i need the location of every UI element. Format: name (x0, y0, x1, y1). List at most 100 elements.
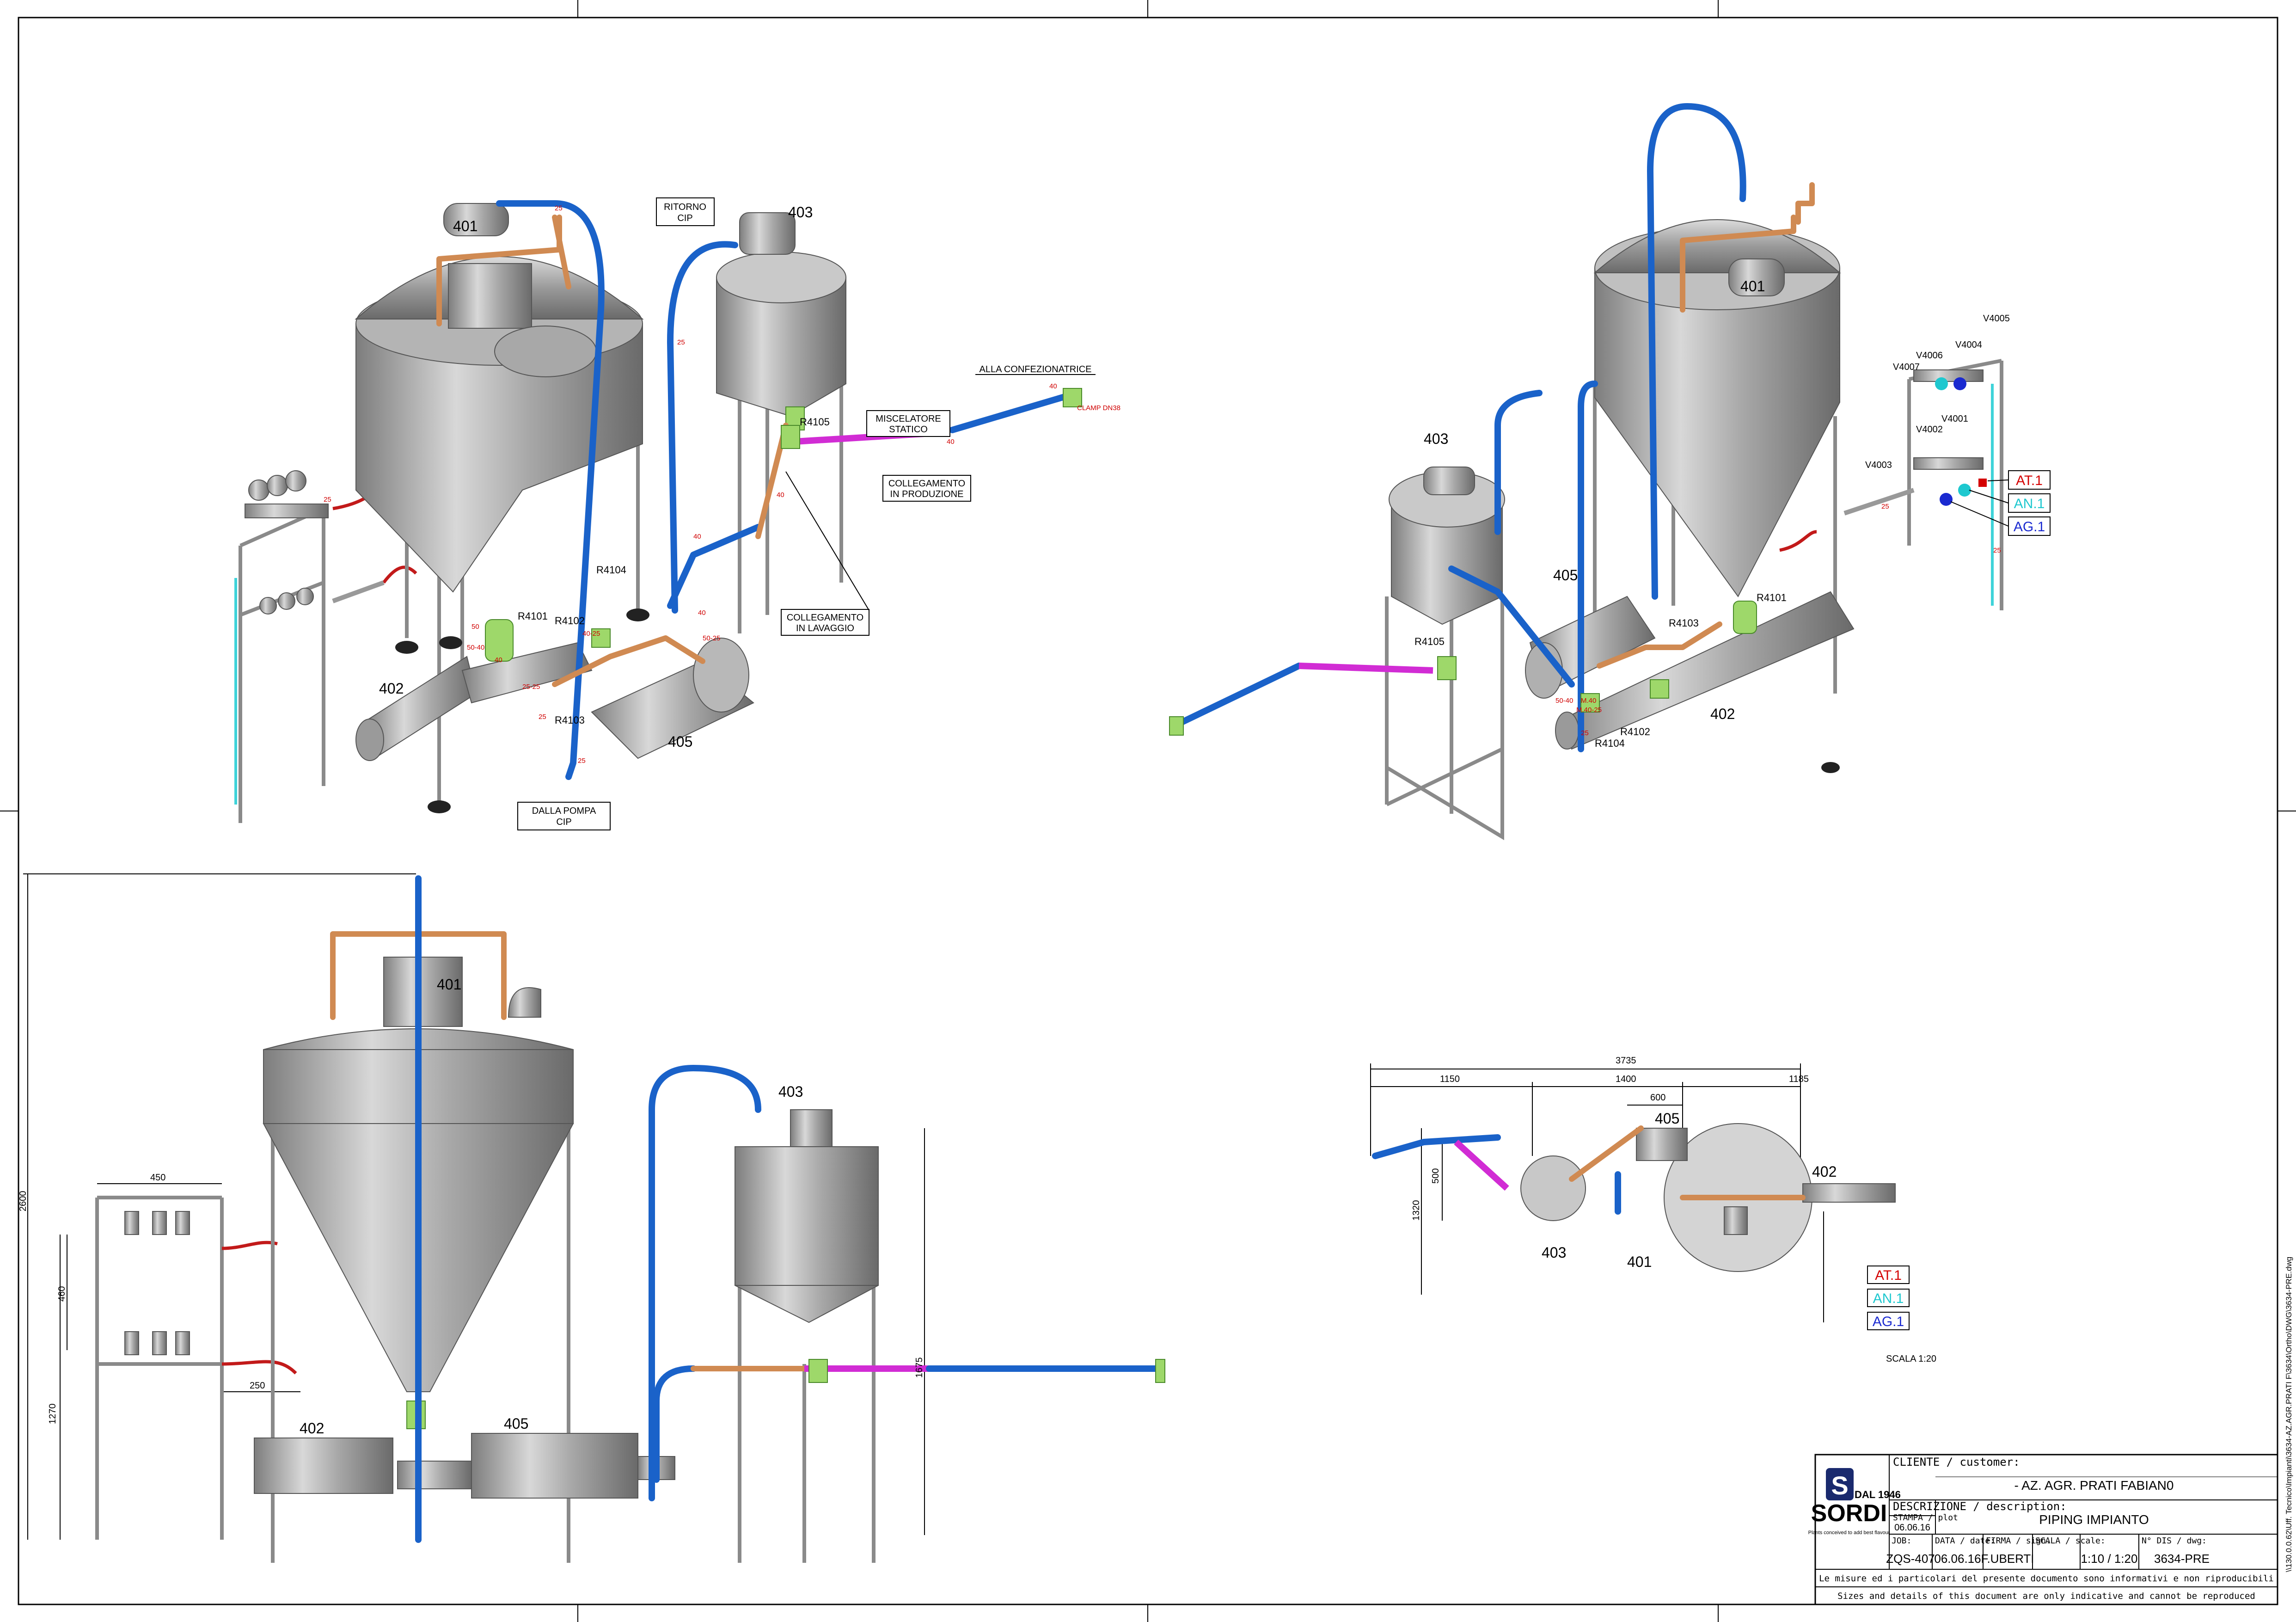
scala-value: 1:10 / 1:20 (2081, 1552, 2138, 1566)
eq-label-401: 401 (1627, 1253, 1652, 1270)
manifold-valves-elevation (124, 1211, 190, 1355)
eq-label-403: 403 (788, 204, 813, 221)
manifold-frame (234, 470, 417, 823)
tank-403-right (1385, 467, 1505, 841)
pipe-size: M.40-25 (1576, 706, 1602, 714)
dim-250: 250 (250, 1381, 265, 1391)
tank-401-right (1593, 182, 1841, 773)
iso-left-view (234, 197, 1096, 830)
callout-dalla-pompa-line1: DALLA POMPA (532, 806, 596, 816)
dim-450: 450 (150, 1173, 165, 1183)
logo-company: SORDI (1811, 1500, 1887, 1527)
title-block: S DAL 1946 SORDI Plants conceived to add… (1808, 1454, 2278, 1605)
sordi-logo: S (1826, 1468, 1854, 1500)
scala-label: SCALA / scale: (2035, 1536, 2106, 1546)
pipe-size: 40 (1049, 382, 1057, 390)
dim-1400: 1400 (1616, 1074, 1636, 1084)
dim-600: 600 (1650, 1093, 1665, 1103)
manifold-valve-label: V4006 (1916, 350, 1943, 361)
tank-403-elevation (735, 1109, 879, 1563)
tank-405 (591, 638, 754, 759)
clamp-label: CLAMP DN38 (1077, 404, 1120, 412)
pipe-size: 40-25 (582, 630, 600, 638)
pipe-size: 40 (698, 609, 706, 617)
fluid-tag-an1: AN.1 (1873, 1291, 1904, 1306)
dim-1270: 1270 (48, 1404, 58, 1425)
callout-confezionatrice: ALLA CONFEZIONATRICE (979, 364, 1091, 375)
valve-label: R4104 (596, 564, 626, 576)
cliente-value: - AZ. AGR. PRATI FABIAN0 (2014, 1478, 2174, 1493)
valve-label: R4105 (1414, 636, 1445, 647)
eq-label-405: 405 (668, 733, 692, 750)
iso-right-valve-labels: R4101 R4102 R4103 R4104 R4105 (1414, 592, 1787, 749)
pump-402-right (1555, 591, 1855, 750)
dim-500: 500 (1431, 1168, 1441, 1184)
pipe-size: 50-40 (467, 644, 484, 651)
pipe-size: 25 (324, 496, 331, 504)
callout-ritorno-cip-line2: CIP (677, 213, 692, 223)
callout-lavaggio-line2: IN LAVAGGIO (796, 623, 854, 633)
fluid-tag-ag1: AG.1 (2014, 519, 2045, 535)
manifold-valve-label: V4007 (1893, 362, 1920, 372)
eq-label-401: 401 (437, 976, 461, 993)
manifold-valve-label: V4003 (1865, 460, 1892, 470)
fluid-tag-at1: AT.1 (2016, 473, 2043, 488)
dim-1675: 1675 (914, 1358, 925, 1378)
iso-right-view (1169, 103, 2051, 841)
plan-fluid-tags: AT.1 AN.1 AG.1 (1873, 1268, 1904, 1329)
dim-1185: 1185 (1789, 1074, 1809, 1084)
job-label: JOB: (1892, 1536, 1911, 1546)
pipe-size: 25 (1881, 503, 1889, 510)
pipe-size: 25 (677, 338, 685, 346)
plan-scale-note: SCALA 1:20 (1886, 1354, 1936, 1364)
callout-miscelatore-line2: STATICO (889, 424, 928, 435)
elevation-labels: 401 402 403 405 (300, 976, 803, 1437)
eq-label-403: 403 (1424, 430, 1448, 447)
eq-label-402: 402 (1812, 1163, 1837, 1180)
cliente-label: CLIENTE / customer: (1893, 1456, 2020, 1468)
pipe-size: 50 (471, 623, 479, 631)
dim-3735: 3735 (1616, 1056, 1636, 1066)
pipe-size: 50-40 (1555, 697, 1573, 705)
iso-left-valve-labels: R4101 R4102 R4103 R4104 R4105 (518, 416, 830, 726)
iso-left-labels: 401 402 403 405 (379, 204, 813, 750)
plan-view (1370, 1063, 1910, 1330)
callout-produzione-line2: IN PRODUZIONE (890, 489, 964, 499)
file-path: \\130.0.0.62\Uff. Tecnico\Impianti\3634-… (2284, 1257, 2293, 1572)
data-label: DATA / date: (1935, 1536, 1995, 1546)
descrizione-value: PIPING IMPIANTO (2039, 1512, 2149, 1527)
stampa-date: 06.06.16 (1894, 1523, 1930, 1533)
eq-label-403: 403 (1542, 1244, 1566, 1261)
valve-label: R4102 (555, 615, 585, 627)
eq-label-405: 405 (1655, 1110, 1679, 1127)
notice-it: Le misure ed i particolari del presente … (1819, 1573, 2274, 1584)
pipe-size: 25 (555, 204, 563, 212)
pipe-size: 40 (693, 533, 701, 541)
valve-label: R4101 (518, 610, 548, 622)
stampa-label: STAMPA / plot (1893, 1513, 1958, 1523)
callout-ritorno-cip-line1: RITORNO (664, 202, 706, 212)
elevation-dimensions: 2600 1270 460 450 250 1675 (18, 1173, 925, 1424)
iso-left-pipe-sizes: CLAMP DN38 25 25 25 25 40 40 40 40 40 40… (324, 204, 1120, 765)
callout-lavaggio-line1: COLLEGAMENTO (787, 613, 863, 623)
eq-label-402: 402 (300, 1420, 324, 1437)
ndis-label: N° DIS / dwg: (2142, 1536, 2207, 1546)
eq-label-402: 402 (1710, 706, 1735, 722)
iso-left-callouts: RITORNO CIP DALLA POMPA CIP MISCELATORE … (532, 202, 1092, 827)
title-block-fields: CLIENTE / customer: - AZ. AGR. PRATI FAB… (1819, 1456, 2274, 1601)
notice-en: Sizes and details of this document are o… (1837, 1591, 2255, 1601)
eq-label-403: 403 (778, 1083, 803, 1100)
dim-460: 460 (57, 1286, 67, 1302)
eq-label-401: 401 (453, 218, 478, 234)
dim-1150: 1150 (1440, 1074, 1460, 1084)
tank-401 (355, 203, 649, 813)
fluid-tag-an1: AN.1 (2014, 496, 2045, 511)
manifold-valve-label: V4001 (1941, 414, 1968, 424)
callout-produzione-line1: COLLEGAMENTO (888, 479, 965, 489)
eq-label-405: 405 (504, 1415, 528, 1432)
pipe-size: M.40 (1581, 697, 1596, 705)
elevation-view (23, 873, 1165, 1563)
data-value: 06.06.16 (1934, 1552, 1981, 1566)
plan-dimensions: 3735 1150 1400 1185 600 500 1320 (1411, 1056, 1809, 1221)
plan-labels: 401 402 403 405 (1542, 1110, 1837, 1270)
